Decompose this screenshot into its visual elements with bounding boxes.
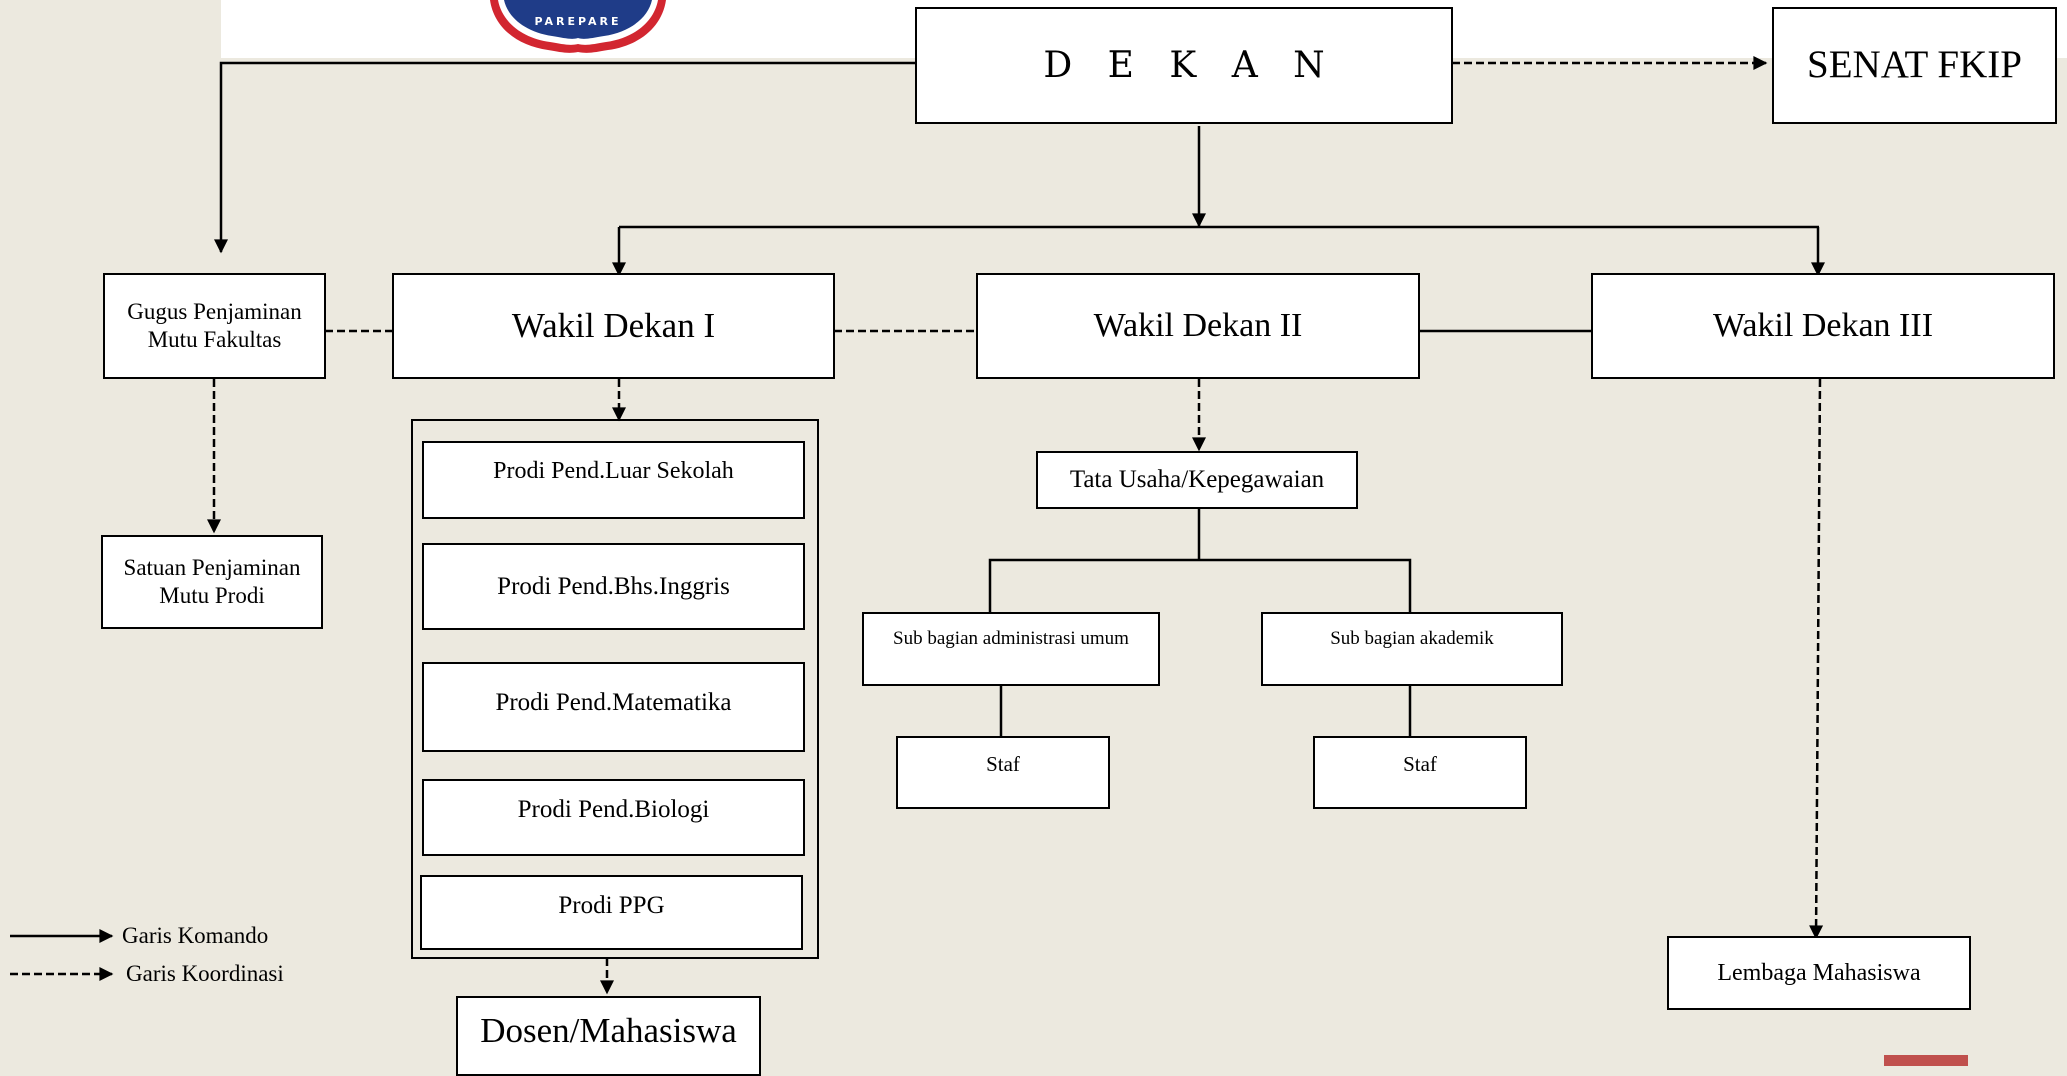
dosen-mahasiswa-box: Dosen/Mahasiswa (456, 996, 761, 1076)
legend-garis-komando: Garis Komando (122, 923, 269, 948)
satuan-penjaminan-box: Satuan Penjaminan Mutu Prodi (101, 535, 323, 629)
wakil-dekan-3-box: Wakil Dekan III (1591, 273, 2055, 379)
wakil-dekan-1-box: Wakil Dekan I (392, 273, 835, 379)
wakil-dekan-2-box: Wakil Dekan II (976, 273, 1420, 379)
dekan-box: D E K A N (915, 7, 1453, 124)
line-wd3-lembaga (1809, 378, 1824, 940)
slide-accent-bar (1884, 1055, 1968, 1066)
gugus-penjaminan-box: Gugus Penjaminan Mutu Fakultas (103, 273, 326, 379)
staf-1-box: Staf (896, 736, 1110, 809)
line-tu-branch (988, 558, 1412, 613)
tata-usaha-box: Tata Usaha/Kepegawaian (1036, 451, 1358, 509)
prodi-pls-box: Prodi Pend.Luar Sekolah (422, 441, 805, 519)
prodi-bing-box: Prodi Pend.Bhs.Inggris (422, 543, 805, 630)
sub-bagian-adm-box: Sub bagian administrasi umum (862, 612, 1160, 686)
legend-garis-koordinasi: Garis Koordinasi (126, 961, 284, 986)
prodi-group (411, 419, 819, 959)
logo-text: PAREPARE (534, 15, 621, 28)
prodi-mat-box: Prodi Pend.Matematika (422, 662, 805, 752)
senat-fkip-box: SENAT FKIP (1772, 7, 2057, 124)
prodi-bio-box: Prodi Pend.Biologi (422, 779, 805, 856)
university-logo: PAREPARE (490, 0, 666, 53)
lembaga-mahasiswa-box: Lembaga Mahasiswa (1667, 936, 1971, 1010)
staf-2-box: Staf (1313, 736, 1527, 809)
sub-bagian-akademik-box: Sub bagian akademik (1261, 612, 1563, 686)
line-dekan-gugus (214, 61, 915, 254)
prodi-ppg-box: Prodi PPG (420, 875, 803, 950)
